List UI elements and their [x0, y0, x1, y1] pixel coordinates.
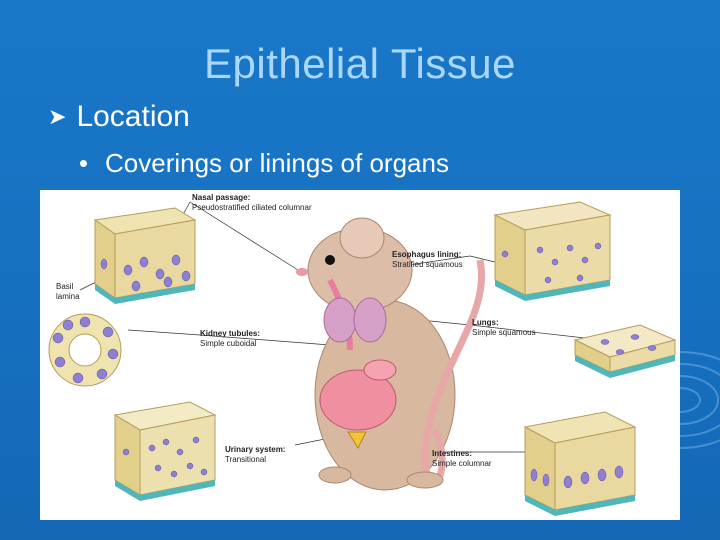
tissue-nasal-pseudostratified [95, 208, 195, 304]
tissue-urinary-transitional [115, 402, 215, 501]
label-urinary-sub: Transitional [225, 455, 266, 464]
label-basil-line2: lamina [56, 292, 80, 301]
label-lungs-title: Lungs: [472, 318, 499, 327]
epithelial-figure: Nasal passage: Pseudostratified ciliated… [40, 190, 680, 520]
dot-bullet-icon [80, 160, 87, 167]
label-urinary-system: Urinary system: Transitional [225, 445, 285, 465]
label-intestines-sub: Simple columnar [432, 459, 492, 468]
label-esophagus: Esophagus lining: Stratified squamous [392, 250, 463, 270]
label-basil-lamina: Basil lamina [56, 282, 80, 302]
label-intestines: Intestines: Simple columnar [432, 449, 492, 469]
bullet-location: ➤ Location [48, 100, 190, 134]
label-intestines-title: Intestines: [432, 449, 472, 458]
label-esophagus-sub: Stratified squamous [392, 260, 463, 269]
label-urinary-title: Urinary system: [225, 445, 285, 454]
label-basil-line1: Basil [56, 282, 73, 291]
tissue-esophagus-stratified [495, 202, 610, 301]
sub-bullet-text: Coverings or linings of organs [105, 148, 449, 179]
bullet-location-text: Location [76, 100, 189, 134]
arrow-bullet-icon: ➤ [48, 104, 66, 130]
label-lungs: Lungs: Simple squamous [472, 318, 536, 338]
figure-illustration [40, 190, 680, 520]
label-esophagus-title: Esophagus lining: [392, 250, 461, 259]
label-nasal-title: Nasal passage: [192, 193, 250, 202]
tissue-kidney-cuboidal [49, 314, 121, 386]
tissue-lungs-squamous [575, 325, 675, 378]
sub-bullet: Coverings or linings of organs [80, 148, 449, 179]
slide-title: Epithelial Tissue [0, 40, 720, 88]
label-nasal-passage: Nasal passage: Pseudostratified ciliated… [192, 193, 312, 213]
label-kidney-title: Kidney tubules: [200, 329, 260, 338]
label-lungs-sub: Simple squamous [472, 328, 536, 337]
label-nasal-sub: Pseudostratified ciliated columnar [192, 203, 312, 212]
label-kidney-sub: Simple cuboidal [200, 339, 256, 348]
label-kidney-tubules: Kidney tubules: Simple cuboidal [200, 329, 260, 349]
tissue-intestines-columnar [525, 412, 635, 516]
